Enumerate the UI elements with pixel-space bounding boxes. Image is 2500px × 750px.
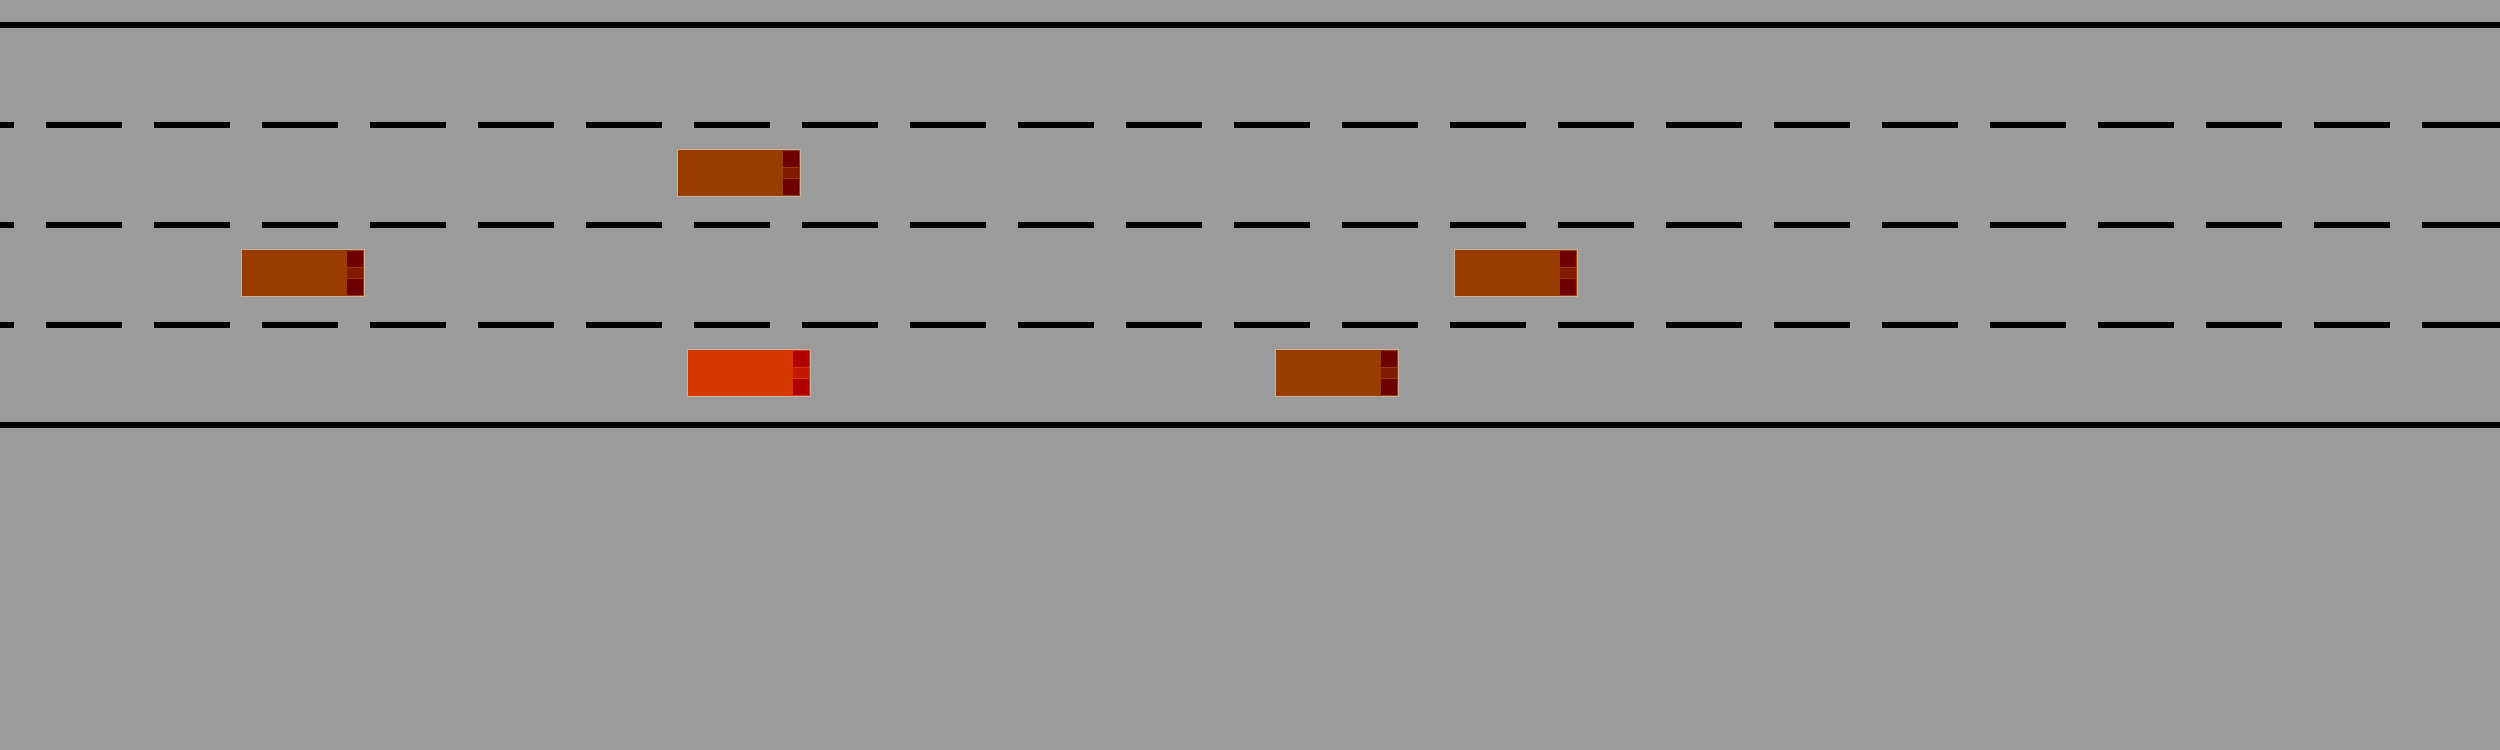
traffic-car: [1275, 349, 1399, 397]
lane-divider: [0, 122, 2500, 128]
tail-light-icon: [793, 379, 809, 395]
tail-light-icon: [1381, 351, 1397, 367]
bumper-icon: [347, 268, 363, 278]
ego-car: [687, 349, 811, 397]
tail-light-icon: [783, 179, 799, 195]
bumper-icon: [1560, 268, 1576, 278]
traffic-car: [241, 249, 365, 297]
traffic-car: [1454, 249, 1578, 297]
bumper-icon: [793, 368, 809, 378]
road-edge-bottom: [0, 422, 2500, 428]
bumper-icon: [783, 168, 799, 178]
lane-divider: [0, 322, 2500, 328]
traffic-car: [677, 149, 801, 197]
tail-light-icon: [793, 351, 809, 367]
bumper-icon: [1381, 368, 1397, 378]
lane-divider: [0, 222, 2500, 228]
tail-light-icon: [1381, 379, 1397, 395]
tail-light-icon: [347, 279, 363, 295]
tail-light-icon: [1560, 279, 1576, 295]
road-edge-top: [0, 22, 2500, 28]
tail-light-icon: [783, 151, 799, 167]
tail-light-icon: [347, 251, 363, 267]
tail-light-icon: [1560, 251, 1576, 267]
